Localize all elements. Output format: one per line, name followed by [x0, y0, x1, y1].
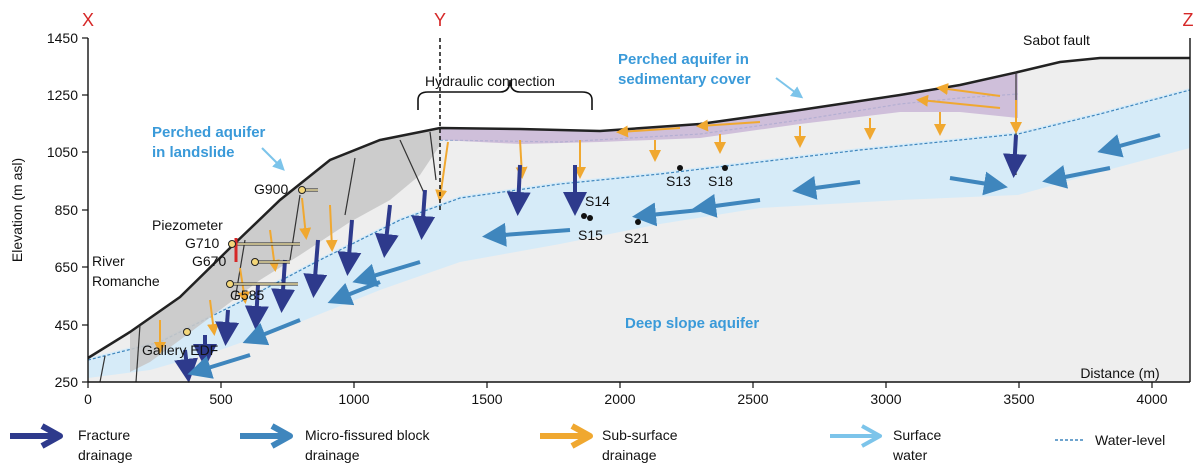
gallery-label: Gallery EDF: [142, 342, 218, 358]
y-tick-label: 850: [55, 202, 79, 218]
y-tick-label: 1250: [47, 87, 78, 103]
y-tick-label: 250: [55, 374, 79, 390]
perched-sedimentary-label-2: sedimentary cover: [618, 71, 751, 88]
legend-label: drainage: [305, 447, 360, 463]
point-label-s18: S18: [708, 173, 733, 189]
legend-label: Micro-fissured block: [305, 427, 430, 443]
x-tick-label: 2500: [737, 391, 768, 407]
surface-water-arrows: [261, 77, 804, 171]
perched-landslide-label-1: Perched aquifer: [152, 124, 266, 141]
y-tick-label: 650: [55, 259, 79, 275]
x-tick-label: 4000: [1136, 391, 1167, 407]
x-tick-label: 500: [209, 391, 233, 407]
point-label-s21: S21: [624, 230, 649, 246]
legend-label: drainage: [602, 447, 657, 463]
legend-label: Surface: [893, 427, 941, 443]
river-label-2: Romanche: [92, 273, 160, 289]
y-axis-title: Elevation (m asl): [9, 158, 25, 262]
corner-label-y: Y: [434, 10, 446, 30]
x-tick-label: 2000: [604, 391, 635, 407]
point-label-s13: S13: [666, 173, 691, 189]
subsurface-arrow-icon: [540, 423, 593, 449]
fracture-arrow-icon: [10, 423, 63, 449]
point-label-g670: G670: [192, 253, 226, 269]
perched-aquifer-sedimentary: [440, 72, 1018, 144]
x-tick-label: 3500: [1003, 391, 1034, 407]
point-label-s15: S15: [578, 227, 603, 243]
legend: Fracture drainage Micro-fissured block d…: [10, 423, 1165, 463]
landslide-zone: [130, 128, 440, 372]
borehole-markers: [183, 165, 728, 336]
x-tick-label: 1000: [338, 391, 369, 407]
y-tick-label: 450: [55, 317, 79, 333]
fracture-drainage-arrows: [174, 134, 1027, 383]
corner-label-x: X: [82, 10, 94, 30]
y-tick-label: 1050: [47, 144, 78, 160]
point-label-g900: G900: [254, 181, 288, 197]
surface-water-arrow-icon: [830, 424, 882, 448]
microfissure-drainage-arrows: [187, 133, 1161, 379]
legend-label: Sub-surface: [602, 427, 678, 443]
x-tick-label: 0: [84, 391, 92, 407]
legend-label: Fracture: [78, 427, 130, 443]
corner-label-z: Z: [1183, 10, 1194, 30]
topographic-surface: [87, 56, 1190, 360]
y-ticks: [82, 37, 88, 383]
legend-label: Water-level: [1095, 432, 1165, 448]
legend-label: drainage: [78, 447, 133, 463]
deep-aquifer-label: Deep slope aquifer: [625, 315, 759, 332]
perched-landslide-label-2: in landslide: [152, 144, 235, 161]
point-label-g710: G710: [185, 235, 219, 251]
hydraulic-connection-label: Hydraulic connection: [425, 73, 555, 89]
piezometer-label: Piezometer: [152, 217, 223, 233]
point-label-g585: G585: [230, 287, 264, 303]
x-tick-label: 3000: [870, 391, 901, 407]
x-tick-label: 1500: [471, 391, 502, 407]
perched-sedimentary-label-1: Perched aquifer in: [618, 51, 749, 68]
microfissure-arrow-icon: [240, 423, 293, 449]
hydraulic-connection-bracket: [417, 79, 593, 110]
sabot-fault-label: Sabot fault: [1023, 32, 1090, 48]
point-label-s14: S14: [585, 193, 610, 209]
river-label-1: River: [92, 253, 125, 269]
y-tick-label: 1450: [47, 30, 78, 46]
deep-aquifer-band: [88, 88, 1190, 378]
x-ticks: [87, 382, 1153, 388]
x-axis-title: Distance (m): [1080, 365, 1159, 381]
legend-label: water: [892, 447, 928, 463]
